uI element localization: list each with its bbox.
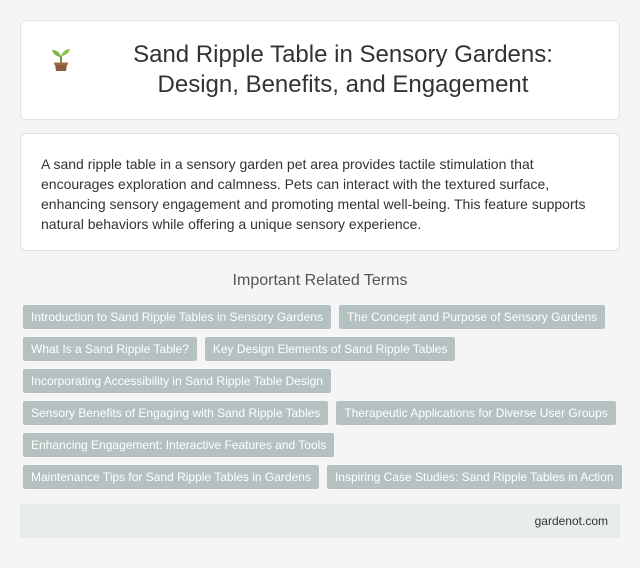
related-terms-list: Introduction to Sand Ripple Tables in Se… — [20, 305, 622, 497]
description-text: A sand ripple table in a sensory garden … — [41, 156, 586, 232]
related-term-tag[interactable]: Therapeutic Applications for Diverse Use… — [336, 401, 616, 425]
related-term-tag[interactable]: The Concept and Purpose of Sensory Garde… — [338, 305, 606, 329]
description-card: A sand ripple table in a sensory garden … — [20, 133, 620, 251]
related-term-tag[interactable]: Enhancing Engagement: Interactive Featur… — [23, 433, 335, 457]
related-terms-heading: Important Related Terms — [232, 272, 408, 289]
related-term-tag[interactable]: Incorporating Accessibility in Sand Ripp… — [23, 369, 331, 393]
related-terms-row: Incorporating Accessibility in Sand Ripp… — [20, 369, 620, 393]
related-terms-row: What Is a Sand Ripple Table? Key Design E… — [20, 337, 620, 361]
header: Sand Ripple Table in Sensory Gardens: De… — [47, 40, 593, 100]
related-term-tag[interactable]: Sensory Benefits of Engaging with Sand R… — [23, 401, 329, 425]
related-term-tag[interactable]: What Is a Sand Ripple Table? — [23, 337, 197, 361]
page-title: Sand Ripple Table in Sensory Gardens: De… — [133, 41, 553, 98]
header-card: Sand Ripple Table in Sensory Gardens: De… — [20, 20, 620, 120]
related-term-tag[interactable]: Key Design Elements of Sand Ripple Table… — [204, 337, 456, 361]
related-terms-row: Sensory Benefits of Engaging with Sand R… — [20, 401, 620, 425]
footer: gardenot.com — [20, 504, 620, 538]
sprout-icon — [52, 49, 70, 71]
related-term-tag[interactable]: Maintenance Tips for Sand Ripple Tables … — [23, 465, 319, 489]
related-term-tag[interactable]: Inspiring Case Studies: Sand Ripple Tabl… — [326, 465, 622, 489]
footer-site-link[interactable]: gardenot.com — [534, 514, 608, 528]
related-terms-row: Introduction to Sand Ripple Tables in Se… — [20, 305, 620, 329]
related-term-tag[interactable]: Introduction to Sand Ripple Tables in Se… — [23, 305, 331, 329]
related-terms-row: Enhancing Engagement: Interactive Featur… — [20, 433, 620, 457]
related-terms-row: Maintenance Tips for Sand Ripple Tables … — [20, 465, 622, 489]
